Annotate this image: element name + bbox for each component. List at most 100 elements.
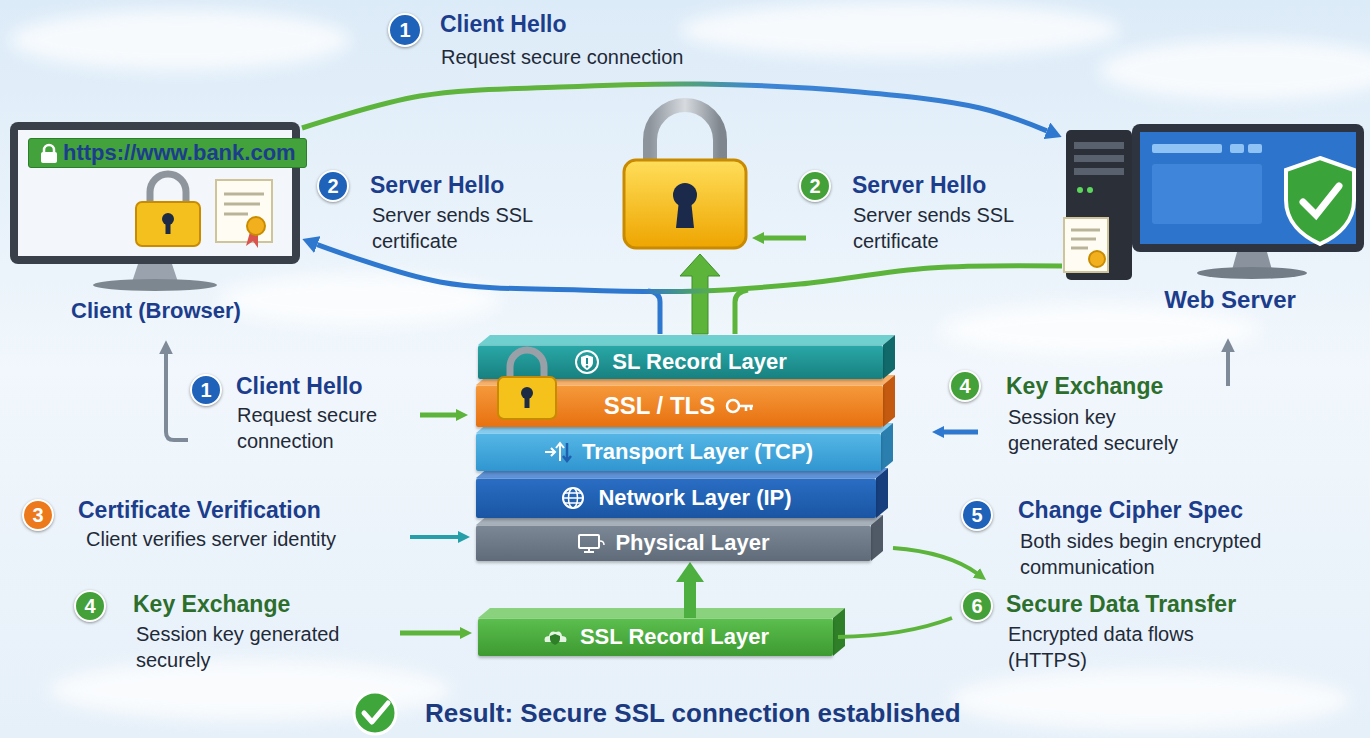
certificate [216, 180, 272, 242]
connector-stub [648, 291, 660, 334]
callout-number: 4 [949, 370, 981, 402]
step-heading: Client Hello [440, 10, 567, 40]
node-label: SSL Record Layer [580, 624, 769, 649]
node-label: Web Server [1164, 286, 1296, 314]
icon-shield [550, 634, 560, 645]
layer-side-face [881, 423, 893, 471]
protocol-layer: SSL / TLS [476, 385, 883, 427]
node-label: Client (Browser) [71, 298, 241, 323]
certificate-lines [1071, 230, 1100, 248]
icon-arrow [545, 448, 555, 456]
connector-stub [735, 290, 748, 334]
leader-arrow [1226, 350, 1230, 386]
cloud [1100, 40, 1370, 100]
step-heading: Key Exchange [133, 590, 290, 620]
layer-top-face [478, 608, 845, 618]
client-computer: https://www.bank.comClient (Browser) [10, 122, 302, 332]
keyhole [166, 221, 171, 234]
up-arrow [680, 254, 720, 334]
screen-bar [1248, 144, 1262, 153]
icon-mark [586, 358, 588, 364]
step-heading: Key Exchange [1006, 372, 1163, 402]
callout-number: 5 [961, 499, 993, 531]
connectors [302, 84, 1062, 618]
layer-side-face [871, 515, 883, 561]
callout-number: 2 [799, 170, 831, 202]
step-description: Server sends SSL certificate [372, 202, 572, 254]
central-padlock [624, 105, 746, 248]
monitor-base [93, 279, 217, 291]
leader-arrow [400, 631, 462, 636]
layer-icon [542, 624, 570, 650]
connector-arrow [684, 582, 696, 618]
node-label: Network Layer (IP) [598, 485, 791, 510]
step-description: Client verifies server identity [86, 526, 336, 552]
icon-shield [581, 355, 593, 370]
check-mark [1303, 186, 1339, 215]
node-label: SL Record Layer [612, 349, 786, 374]
step-heading: Secure Data Transfer [1006, 590, 1236, 620]
protocol-layer: SL Record Layer [478, 345, 883, 379]
padlock-shackle [150, 174, 186, 204]
icon-mark [586, 365, 589, 368]
monitor-screen [1140, 132, 1356, 244]
callout-number: 3 [22, 499, 54, 531]
layer-icon [544, 439, 572, 465]
callout-number: 1 [388, 13, 422, 47]
node-label: https://www.bank.com [63, 140, 296, 165]
padlock-body [136, 202, 200, 246]
check-circle [354, 692, 396, 734]
icon-arrow [556, 443, 564, 461]
icon-monitor [579, 535, 599, 548]
protocol-layer: Network Layer (IP) [476, 478, 876, 518]
icon-arrow [563, 443, 571, 461]
padlock-icon [494, 345, 560, 421]
security-shield [1286, 158, 1354, 244]
protocol-layer: Transport Layer (TCP) [476, 433, 881, 471]
callout-number: 6 [961, 590, 993, 622]
step-description: Session key generated securely [136, 621, 386, 673]
step-description: Request secure connection [237, 402, 417, 454]
protocol-layer: SSL Record Layer [478, 618, 833, 656]
node-label: Physical Layer [615, 530, 769, 555]
step-description: Encrypted data flows (HTTPS) [1008, 621, 1243, 673]
address-bar: https://www.bank.com [28, 138, 307, 168]
padlock-shackle [510, 350, 544, 379]
certificate-lines [224, 194, 264, 214]
callout-number: 1 [190, 374, 222, 406]
check-mark [364, 703, 388, 722]
step-description: Request secure connection [441, 44, 683, 70]
drive-slot [1074, 168, 1124, 175]
monitor-bezel [1132, 124, 1364, 252]
leader-line [838, 618, 952, 637]
step-description: Server sends SSL certificate [853, 202, 1053, 254]
leader-arrow [762, 236, 806, 241]
padlock-shackle [44, 145, 54, 153]
cloud [10, 10, 350, 70]
result-caption: Result: Secure SSL connection establishe… [425, 697, 961, 731]
layer-icon [725, 393, 755, 419]
connector-arrow [302, 84, 1047, 131]
monitor-base [1197, 267, 1307, 279]
padlock-shackle [650, 105, 720, 162]
callout-number: 2 [317, 170, 349, 202]
layer-side-face [883, 375, 895, 427]
icon-globe [563, 488, 583, 508]
icon-key-blade [739, 406, 753, 411]
leader-arrow [420, 413, 458, 418]
layer-icon [574, 349, 602, 375]
clouds [10, 2, 1370, 730]
icon-ring [576, 351, 598, 373]
step-description: Both sides begin encrypted communication [1020, 528, 1355, 580]
screen-bar [1230, 144, 1244, 153]
protocol-layer: Physical Layer [476, 525, 871, 561]
layer-icon [577, 530, 605, 556]
status-light [1087, 187, 1093, 193]
layer-side-face [876, 468, 888, 518]
cloud [680, 2, 1120, 58]
cloud [220, 274, 500, 326]
cloud [950, 670, 1350, 730]
step-heading: Client Hello [236, 372, 363, 402]
